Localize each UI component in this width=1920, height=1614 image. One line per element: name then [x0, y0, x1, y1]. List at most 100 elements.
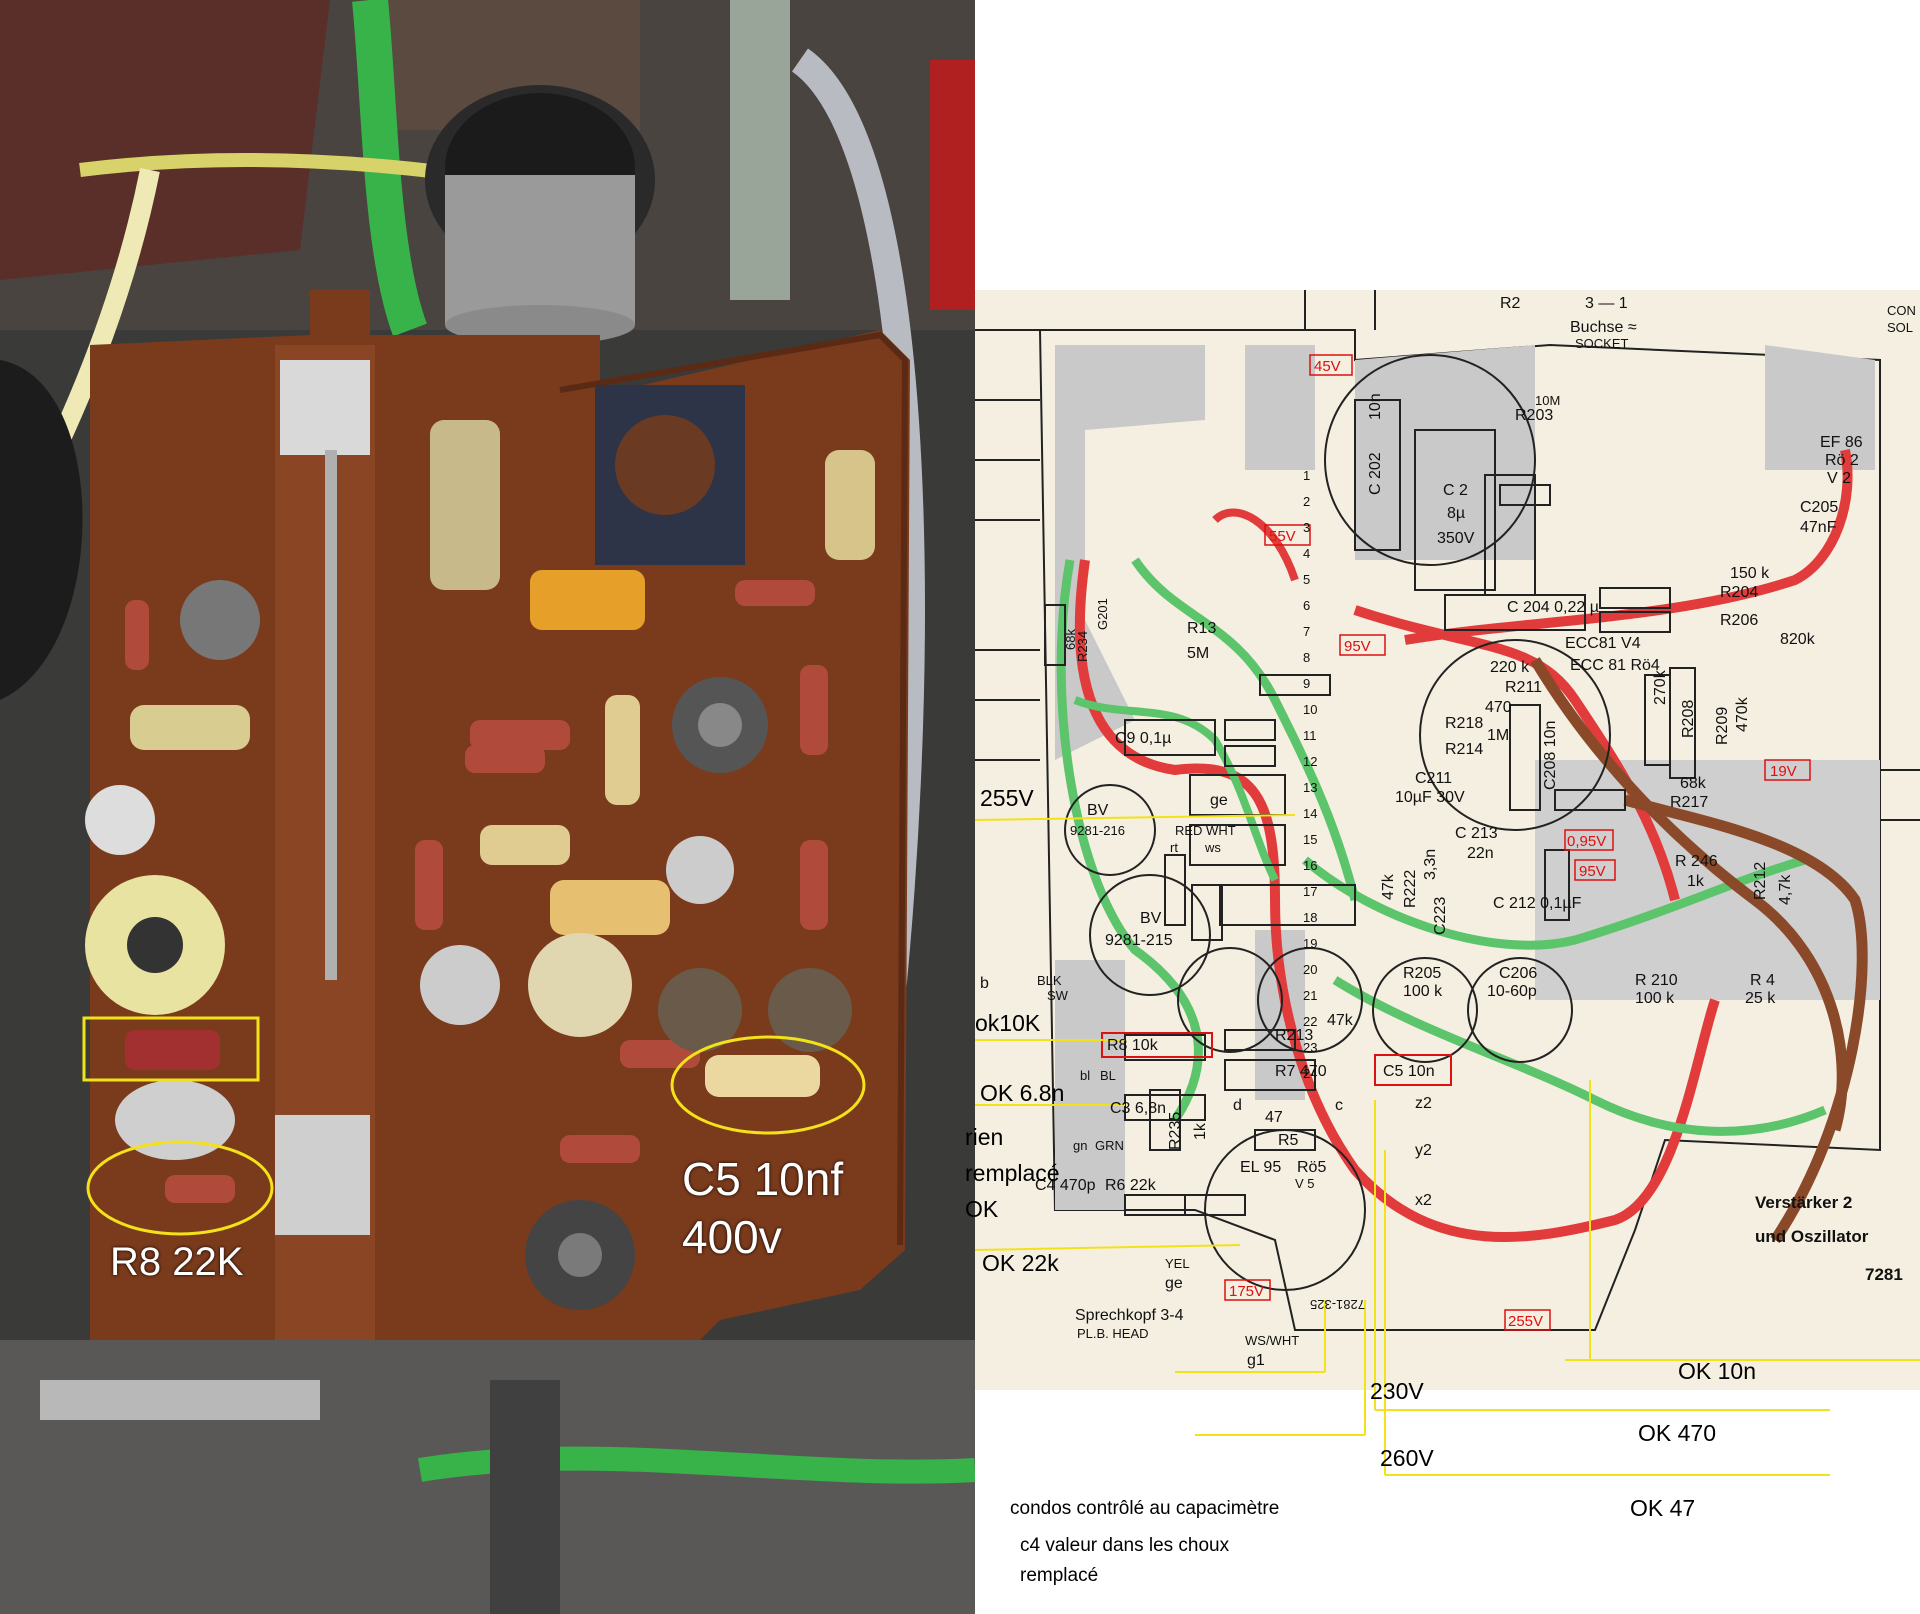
- label-ecc81-ro4: ECC 81 Rö4: [1570, 657, 1660, 674]
- label-r217: R217: [1670, 794, 1708, 811]
- label-r206: R206: [1720, 612, 1758, 629]
- label-c211-val: 10µF 30V: [1395, 789, 1465, 806]
- label-r5-val: 47: [1265, 1109, 1283, 1126]
- label-r206-val: 820k: [1780, 631, 1816, 648]
- pad-y2: y2: [1415, 1142, 1432, 1159]
- annot-rien: rien: [965, 1124, 1004, 1150]
- terminal-number: 24: [1303, 1066, 1317, 1081]
- voltage-45v: 45V: [1314, 358, 1341, 375]
- label-ro5: Rö5: [1297, 1159, 1326, 1176]
- label-r212-val: 4,7k: [1777, 874, 1794, 905]
- label-el95: EL 95: [1240, 1159, 1281, 1176]
- label-c205: C205: [1800, 499, 1838, 516]
- label-corner2: SOL: [1887, 320, 1913, 335]
- annot-ok68n: OK 6.8n: [980, 1080, 1065, 1106]
- label-r234-val: 68k: [1063, 629, 1078, 650]
- terminal-number: 1: [1303, 468, 1310, 483]
- label-r208-val: 270k: [1652, 669, 1669, 705]
- label-bv1-num: 9281-216: [1070, 823, 1125, 838]
- note-c4: c4 valeur dans les choux: [1020, 1535, 1230, 1556]
- label-r6: R6 22k: [1105, 1177, 1157, 1194]
- terminal-number: 4: [1303, 546, 1310, 561]
- schematic-title-2: und Oszillator: [1755, 1227, 1869, 1246]
- annot-remplace: remplacé: [965, 1160, 1060, 1186]
- wire-ws-wht: WS/WHT: [1245, 1333, 1299, 1348]
- annot-ok10k: ok10K: [975, 1010, 1041, 1036]
- terminal-number: 8: [1303, 650, 1310, 665]
- label-r210: R 210: [1635, 972, 1678, 989]
- terminal-number: 18: [1303, 910, 1317, 925]
- label-bv1: BV: [1087, 802, 1109, 819]
- wire-ge: ge: [1210, 792, 1228, 809]
- label-ro2: Rö 2: [1825, 452, 1859, 469]
- c5-highlight-ellipse: [670, 1035, 866, 1135]
- terminal-number: 19: [1303, 936, 1317, 951]
- label-r7: R7 470: [1275, 1063, 1327, 1080]
- label-c208: C208 10n: [1542, 721, 1559, 790]
- label-r13-val: 5M: [1187, 645, 1209, 662]
- label-r211: R211: [1505, 679, 1542, 696]
- pad-b: b: [980, 975, 989, 992]
- label-c5: C5 10n: [1383, 1063, 1435, 1080]
- terminal-number: 5: [1303, 572, 1310, 587]
- label-c206: C206: [1499, 965, 1537, 982]
- wire-ge2: ge: [1165, 1275, 1183, 1292]
- pad-c: c: [1335, 1097, 1343, 1114]
- label-c4: C4 470p: [1035, 1177, 1096, 1194]
- label-c2: C 2: [1443, 482, 1468, 499]
- label-ecc81-v4: ECC81 V4: [1565, 635, 1641, 652]
- voltage-95v-top: 95V: [1344, 638, 1371, 655]
- annot-ok10n: OK 10n: [1678, 1358, 1756, 1384]
- label-c204: C 204 0,22 µ: [1507, 599, 1599, 616]
- label-r246-val: 1k: [1687, 873, 1705, 890]
- wire-bl: bl: [1080, 1068, 1090, 1083]
- terminal-number: 14: [1303, 806, 1317, 821]
- label-c202-val: 10n: [1367, 393, 1384, 420]
- label-c206-val: 10-60p: [1487, 983, 1537, 1000]
- label-corner1: CON: [1887, 303, 1916, 318]
- label-r4: R 4: [1750, 972, 1775, 989]
- terminal-number: 12: [1303, 754, 1317, 769]
- annot-ok47: OK 47: [1630, 1495, 1696, 1521]
- label-r235: R235: [1167, 1112, 1184, 1150]
- label-r205: R205: [1403, 965, 1441, 982]
- label-r203-val: 10M: [1535, 393, 1560, 408]
- wire-bl2: BL: [1100, 1068, 1116, 1083]
- voltage-0-95v: 0,95V: [1567, 833, 1606, 850]
- photo-label-c5-line2: 400v: [682, 1211, 782, 1263]
- wire-red-wht: RED WHT: [1175, 823, 1236, 838]
- label-c2-val1: 8µ: [1447, 505, 1465, 522]
- pad-x2: x2: [1415, 1192, 1432, 1209]
- note-remplace: remplacé: [1020, 1565, 1099, 1586]
- label-v5: V 5: [1295, 1176, 1315, 1191]
- label-r235-val: 1k: [1192, 1122, 1209, 1140]
- voltage-255v: 255V: [1508, 1313, 1543, 1330]
- label-c223: C223: [1432, 897, 1449, 935]
- voltage-55v: 55V: [1269, 528, 1296, 545]
- terminal-number: 10: [1303, 702, 1317, 717]
- label-r234: R234: [1075, 631, 1090, 662]
- schematic-title-1: Verstärker 2: [1755, 1193, 1852, 1212]
- annot-255v: 255V: [980, 785, 1034, 811]
- label-c212: C 212 0,1µF: [1493, 895, 1582, 912]
- label-pins: 3 — 1: [1585, 295, 1628, 312]
- label-r213-val: 47k: [1327, 1012, 1354, 1029]
- voltage-175v: 175V: [1229, 1283, 1264, 1300]
- label-g201: G201: [1095, 598, 1110, 630]
- label-socket: SOCKET: [1575, 336, 1629, 351]
- label-r209-val: 470k: [1734, 696, 1751, 732]
- label-c205-val: 47nF: [1800, 519, 1837, 536]
- terminal-number: 22: [1303, 1014, 1317, 1029]
- terminal-number: 6: [1303, 598, 1310, 613]
- label-c2-val2: 350V: [1437, 530, 1475, 547]
- photo-label-c5-line1: C5 10nf: [682, 1153, 844, 1205]
- voltage-19v: 19V: [1770, 763, 1797, 780]
- label-r214-val: 1M: [1487, 727, 1509, 744]
- note-condos: condos contrôlé au capacimètre: [1010, 1498, 1280, 1519]
- wire-rt: rt: [1170, 840, 1178, 855]
- label-r5: R5: [1278, 1132, 1299, 1149]
- label-r208: R208: [1680, 700, 1697, 738]
- terminal-number: 3: [1303, 520, 1310, 535]
- label-r218: R218: [1445, 715, 1483, 732]
